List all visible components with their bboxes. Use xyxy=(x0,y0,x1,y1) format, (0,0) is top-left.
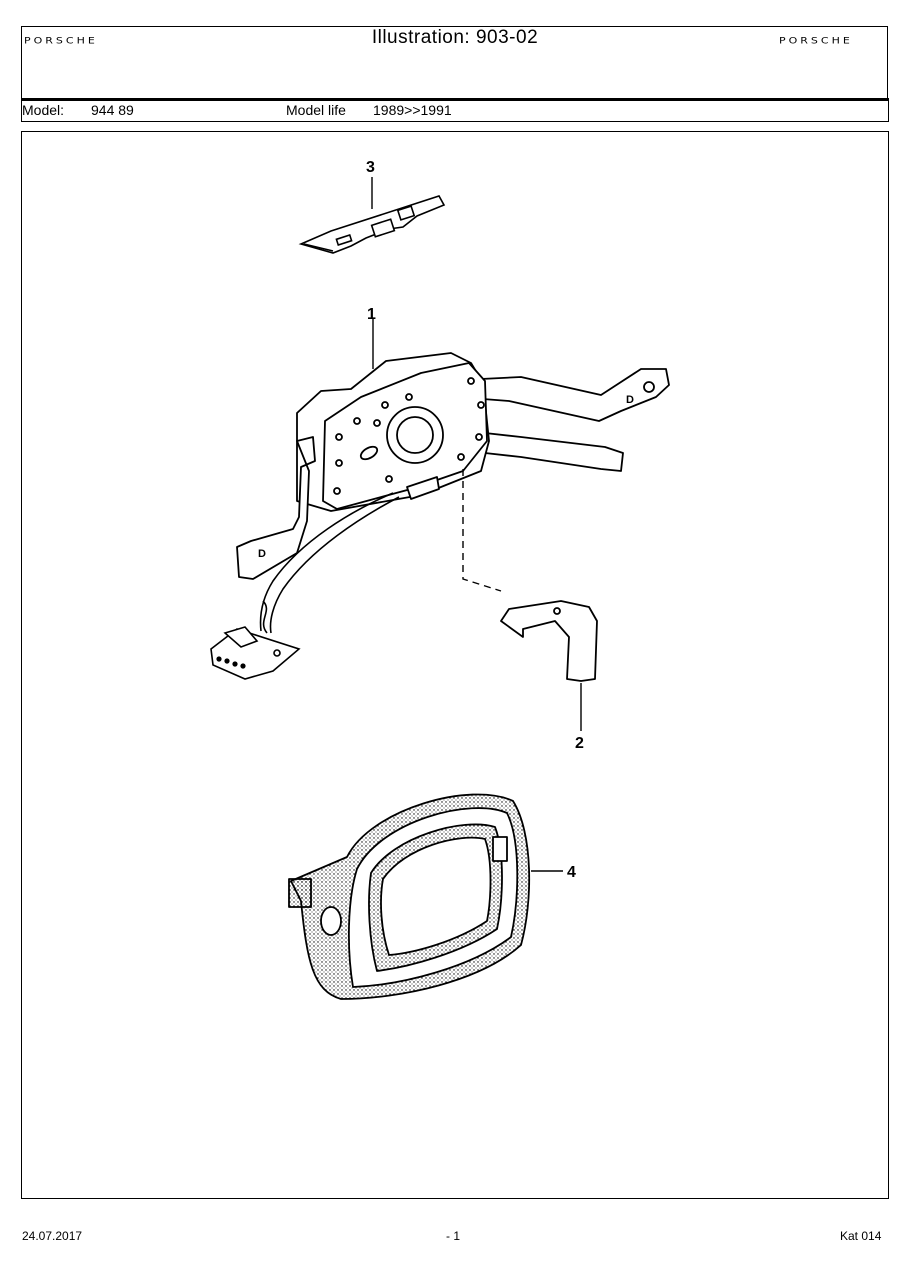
part-3-bracket xyxy=(298,195,446,254)
footer-date: 24.07.2017 xyxy=(22,1229,83,1243)
alignment-line xyxy=(462,469,502,592)
header-rule xyxy=(21,98,889,101)
part-4-gasket xyxy=(288,793,531,1000)
model-life-value: 1989>>1991 xyxy=(373,102,452,118)
wiring-harness xyxy=(259,492,400,634)
model-box xyxy=(21,101,889,122)
brand-logo-right: PORSCHE xyxy=(779,35,853,46)
part-1-combination-switch: D D xyxy=(236,352,670,580)
page-title: Illustration: 903-02 xyxy=(371,27,539,48)
model-label: Model: xyxy=(22,102,65,118)
brand-logo-left: PORSCHE xyxy=(24,35,98,46)
callout-2: 2 xyxy=(575,735,584,752)
callout-4: 4 xyxy=(567,864,576,881)
connector-plug xyxy=(210,626,301,680)
footer-catalog: Kat 014 xyxy=(840,1229,882,1243)
exploded-parts-diagram: D D xyxy=(210,159,670,1000)
footer-page-number: - 1 xyxy=(446,1229,461,1243)
callout-1: 1 xyxy=(367,306,376,323)
callout-3: 3 xyxy=(366,159,375,176)
header-box xyxy=(21,26,888,98)
model-life-label: Model life xyxy=(286,102,346,118)
model-value: 944 89 xyxy=(91,102,134,118)
part-2-lever xyxy=(500,600,598,682)
illustration-frame: D D xyxy=(21,131,889,1199)
svg-text:D: D xyxy=(626,394,634,406)
svg-text:D: D xyxy=(258,548,266,560)
